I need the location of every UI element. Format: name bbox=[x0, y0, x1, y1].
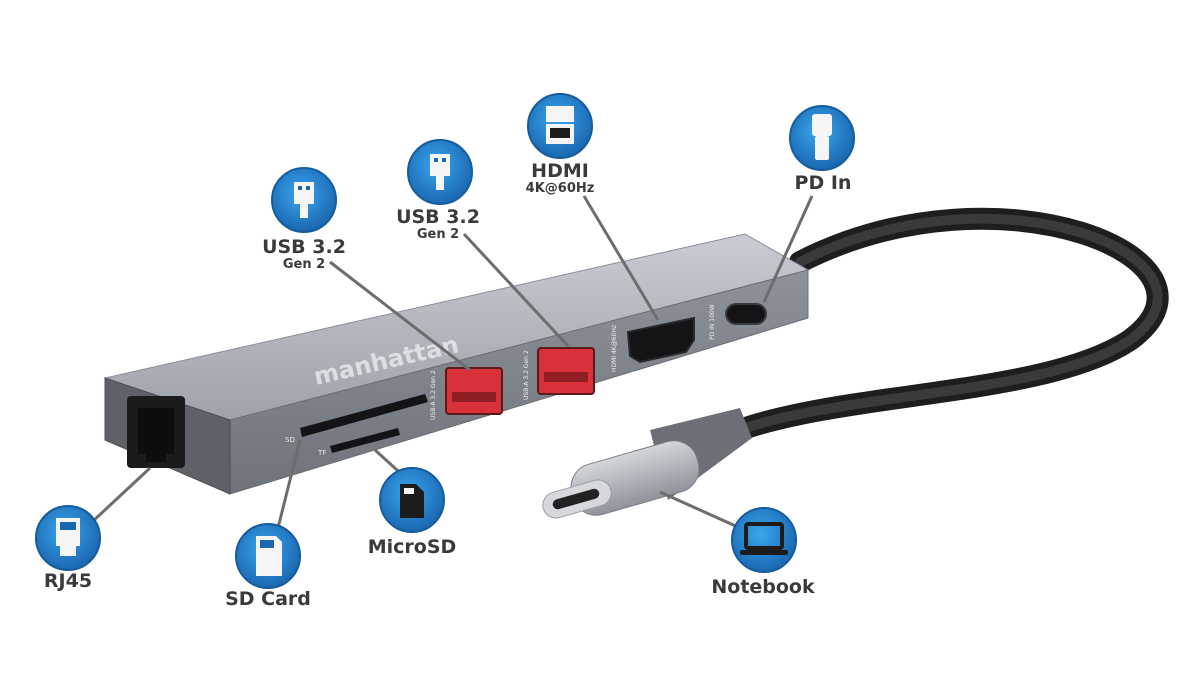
label-usb-1: USB 3.2 Gen 2 bbox=[254, 236, 354, 272]
hdmi-port bbox=[626, 316, 695, 364]
label-usb-1-sub: Gen 2 bbox=[282, 257, 326, 272]
usb-a-port-1 bbox=[445, 367, 503, 415]
label-hdmi-sub: 4K@60Hz bbox=[525, 181, 595, 196]
label-hdmi-main: HDMI bbox=[531, 160, 589, 182]
label-microsd: MicroSD bbox=[362, 536, 462, 558]
label-rj45: RJ45 bbox=[40, 570, 96, 592]
braided-cable bbox=[704, 207, 1169, 451]
laptop-icon bbox=[731, 507, 797, 573]
label-microsd-main: MicroSD bbox=[367, 536, 457, 558]
usb2-marking: USB-A 3.2 Gen 2 bbox=[523, 350, 530, 400]
ethernet-icon bbox=[35, 505, 101, 571]
label-notebook-main: Notebook bbox=[711, 576, 815, 598]
leader-lines bbox=[90, 195, 814, 530]
usb-c-icon bbox=[789, 105, 855, 171]
label-hdmi: HDMI 4K@60Hz bbox=[510, 160, 610, 196]
usb-a-port-2 bbox=[537, 347, 595, 395]
sd-slot bbox=[300, 394, 428, 437]
label-usb-2-sub: Gen 2 bbox=[416, 227, 460, 242]
tf-marking: TF bbox=[317, 449, 326, 457]
label-pd-in-main: PD In bbox=[794, 172, 852, 194]
callout-icons bbox=[35, 93, 855, 589]
sd-marking: SD bbox=[285, 436, 295, 444]
label-sd-card: SD Card bbox=[218, 588, 318, 610]
label-usb-2: USB 3.2 Gen 2 bbox=[388, 206, 488, 242]
usb1-marking: USB-A 3.2 Gen 2 bbox=[430, 370, 437, 420]
pd-marking: PD IN 100W bbox=[709, 304, 716, 340]
label-notebook: Notebook bbox=[700, 576, 826, 598]
usb-a-icon bbox=[271, 167, 337, 233]
label-usb-1-main: USB 3.2 bbox=[262, 236, 346, 258]
label-usb-2-main: USB 3.2 bbox=[396, 206, 480, 228]
usb-c-plug bbox=[542, 408, 752, 519]
usb-a-icon bbox=[407, 139, 473, 205]
front-ports: SD TF USB-A 3.2 Gen 2 USB-A 3.2 Gen 2 HD… bbox=[285, 303, 767, 457]
hdmi-marking: HDMI 4K@60Hz bbox=[611, 325, 618, 372]
label-pd-in: PD In bbox=[778, 172, 868, 194]
hdmi-icon bbox=[527, 93, 593, 159]
label-rj45-main: RJ45 bbox=[43, 570, 93, 592]
sd-card-icon bbox=[235, 523, 301, 589]
usb-c-port bbox=[725, 303, 767, 325]
label-sd-card-main: SD Card bbox=[225, 588, 311, 610]
microsd-icon bbox=[379, 467, 445, 533]
microsd-slot bbox=[330, 428, 400, 453]
